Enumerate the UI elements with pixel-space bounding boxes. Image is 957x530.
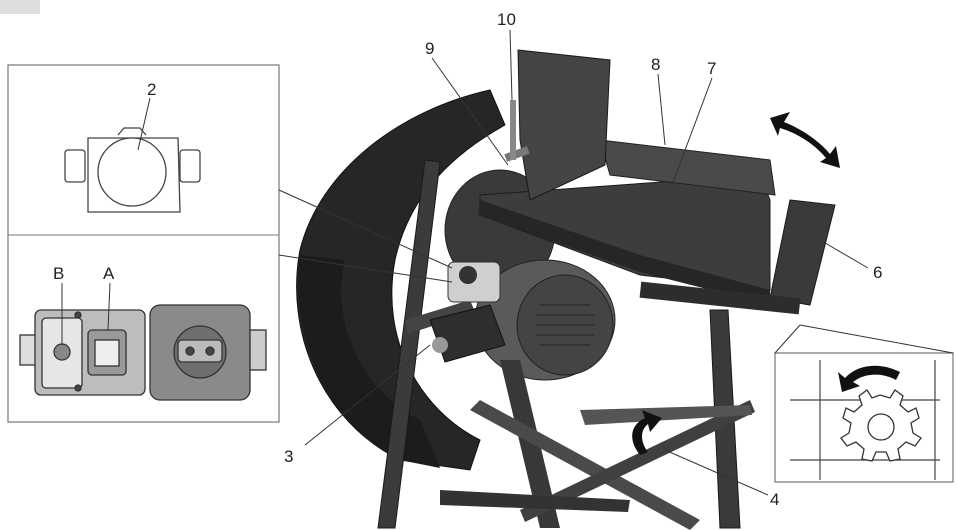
socket-b (53, 343, 71, 361)
motor-switch-knob (459, 266, 477, 284)
switch-dial (97, 137, 167, 207)
cradle-top-plate (599, 139, 776, 196)
leader-2 (137, 97, 151, 151)
leader-9 (431, 57, 509, 166)
upright-plate (517, 49, 611, 201)
inset-lock-panel (774, 324, 954, 483)
base-brace (440, 490, 630, 512)
leader-7 (671, 77, 713, 186)
callout-2: 2 (147, 80, 156, 99)
callout-9: 9 (425, 39, 434, 58)
callout-6: 6 (873, 263, 882, 282)
frame-leg-left (377, 159, 441, 529)
callout-4: 4 (770, 490, 779, 509)
inset-connector-bottom (278, 254, 453, 283)
leader-6 (819, 239, 869, 269)
rotation-arrow-lower (632, 410, 662, 455)
callout-B: B (53, 264, 64, 283)
machine-illustration (296, 49, 836, 530)
tilt-table-double-arrow (770, 112, 840, 168)
crossbar-1 (470, 400, 700, 530)
motor-switch-box (447, 261, 501, 303)
end-stop-bar (639, 281, 801, 315)
rotation-arrow-lock (838, 365, 900, 392)
rod-10 (510, 100, 516, 160)
callout-A: A (103, 264, 115, 283)
end-stop-plate (769, 199, 836, 306)
socket-port (432, 337, 448, 353)
pedal-lever (580, 405, 752, 425)
leader-3 (304, 344, 431, 446)
callout-8: 8 (651, 55, 660, 74)
crossbar-2 (520, 400, 755, 522)
leader-4 (664, 449, 769, 496)
leader-8 (657, 73, 666, 146)
corner-mark (0, 0, 40, 14)
leader-10 (509, 29, 513, 101)
inset-switch-panel (7, 64, 280, 423)
callout-10: 10 (497, 10, 516, 29)
plug-detail (19, 304, 267, 401)
lock-gear-hub (867, 413, 895, 441)
inset-connector-top (278, 189, 453, 269)
leader-A (107, 282, 111, 331)
frame-leg-mid (500, 360, 560, 528)
callout-7: 7 (707, 59, 716, 78)
motor-fan-grille (536, 304, 594, 346)
callout-3: 3 (284, 447, 293, 466)
switch-detail (64, 127, 201, 213)
cradle-front-rail (478, 200, 770, 305)
